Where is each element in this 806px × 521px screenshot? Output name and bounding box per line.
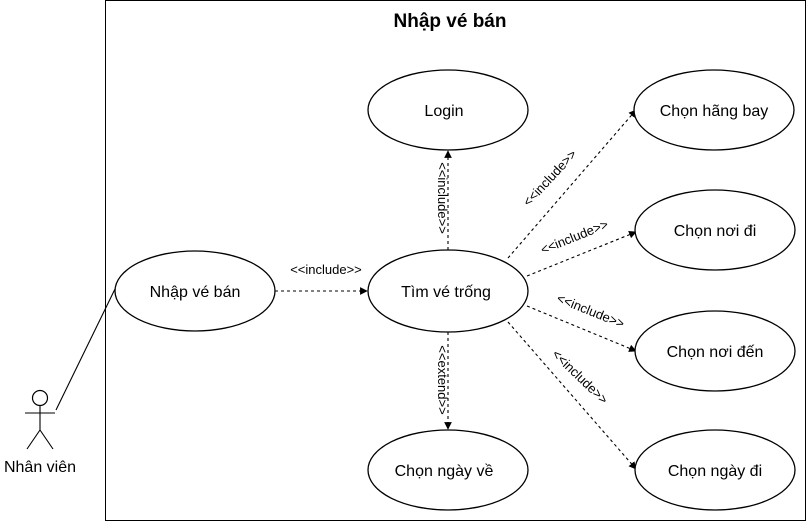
relation-tim-to-noi-di-line — [526, 231, 637, 277]
use-case-chon-ngay-di-label: Chọn ngày đi — [668, 463, 762, 480]
actor-left-leg — [26, 429, 41, 450]
relation-tim-to-hang-bay-line — [507, 109, 637, 259]
use-case-chon-noi-den[interactable]: Chọn nơi đến — [634, 310, 796, 392]
use-case-chon-ngay-ve-label: Chọn ngày về — [395, 463, 494, 480]
use-case-tim-ve-trong[interactable]: Tìm vé trống — [367, 249, 529, 333]
relation-tim-to-noi-den-label: <<include>> — [555, 290, 627, 331]
relation-tim-to-ngay-ve-label: <<extend>> — [435, 345, 450, 414]
relation-tim-to-ngay-di-line — [507, 321, 637, 470]
use-case-chon-noi-den-ellipse — [634, 310, 796, 392]
use-case-chon-noi-den-label: Chọn nơi đến — [667, 344, 764, 361]
relation-tim-to-noi-den-line — [526, 305, 637, 352]
use-case-chon-ngay-ve-ellipse — [367, 429, 529, 511]
use-case-chon-noi-di-ellipse — [634, 189, 796, 271]
use-case-tim-ve-trong-ellipse — [367, 249, 529, 333]
association-actor-nhap-ve-ban — [55, 288, 116, 411]
use-case-chon-ngay-di-ellipse — [634, 429, 796, 511]
use-case-login-label: Login — [424, 103, 463, 120]
use-case-login-ellipse — [367, 69, 529, 151]
use-case-chon-ngay-di[interactable]: Chọn ngày đi — [634, 429, 796, 511]
use-case-chon-hang-bay-ellipse — [633, 69, 795, 151]
use-case-nhap-ve-ban-ellipse — [114, 250, 276, 332]
relation-nhap-to-tim-label: <<include>> — [290, 262, 362, 277]
actor-right-leg — [39, 429, 54, 450]
relation-tim-to-noi-di-label: <<include>> — [538, 216, 610, 257]
use-case-chon-hang-bay-label: Chọn hãng bay — [660, 103, 769, 120]
use-case-nhap-ve-ban[interactable]: Nhập vé bán — [114, 250, 276, 332]
relation-tim-to-login-label: <<include>> — [435, 162, 450, 234]
use-case-tim-ve-trong-label: Tìm vé trống — [401, 284, 491, 301]
actor-head — [31, 389, 49, 407]
use-case-chon-noi-di[interactable]: Chọn nơi đi — [634, 189, 796, 271]
actor-label: Nhân viên — [4, 459, 76, 476]
use-case-chon-noi-di-label: Chọn nơi đi — [674, 223, 757, 240]
actor-nhan-vien[interactable]: Nhân viên — [4, 389, 76, 477]
use-case-login[interactable]: Login — [367, 69, 529, 151]
system-title: Nhập vé bán — [394, 11, 507, 32]
use-case-chon-ngay-ve[interactable]: Chọn ngày về — [367, 429, 529, 511]
relation-tim-to-ngay-di-label: <<include>> — [549, 347, 611, 408]
use-case-nhap-ve-ban-label: Nhập vé bán — [150, 284, 241, 301]
relation-tim-to-hang-bay-label: <<include>> — [520, 147, 580, 210]
use-case-chon-hang-bay[interactable]: Chọn hãng bay — [633, 69, 795, 151]
